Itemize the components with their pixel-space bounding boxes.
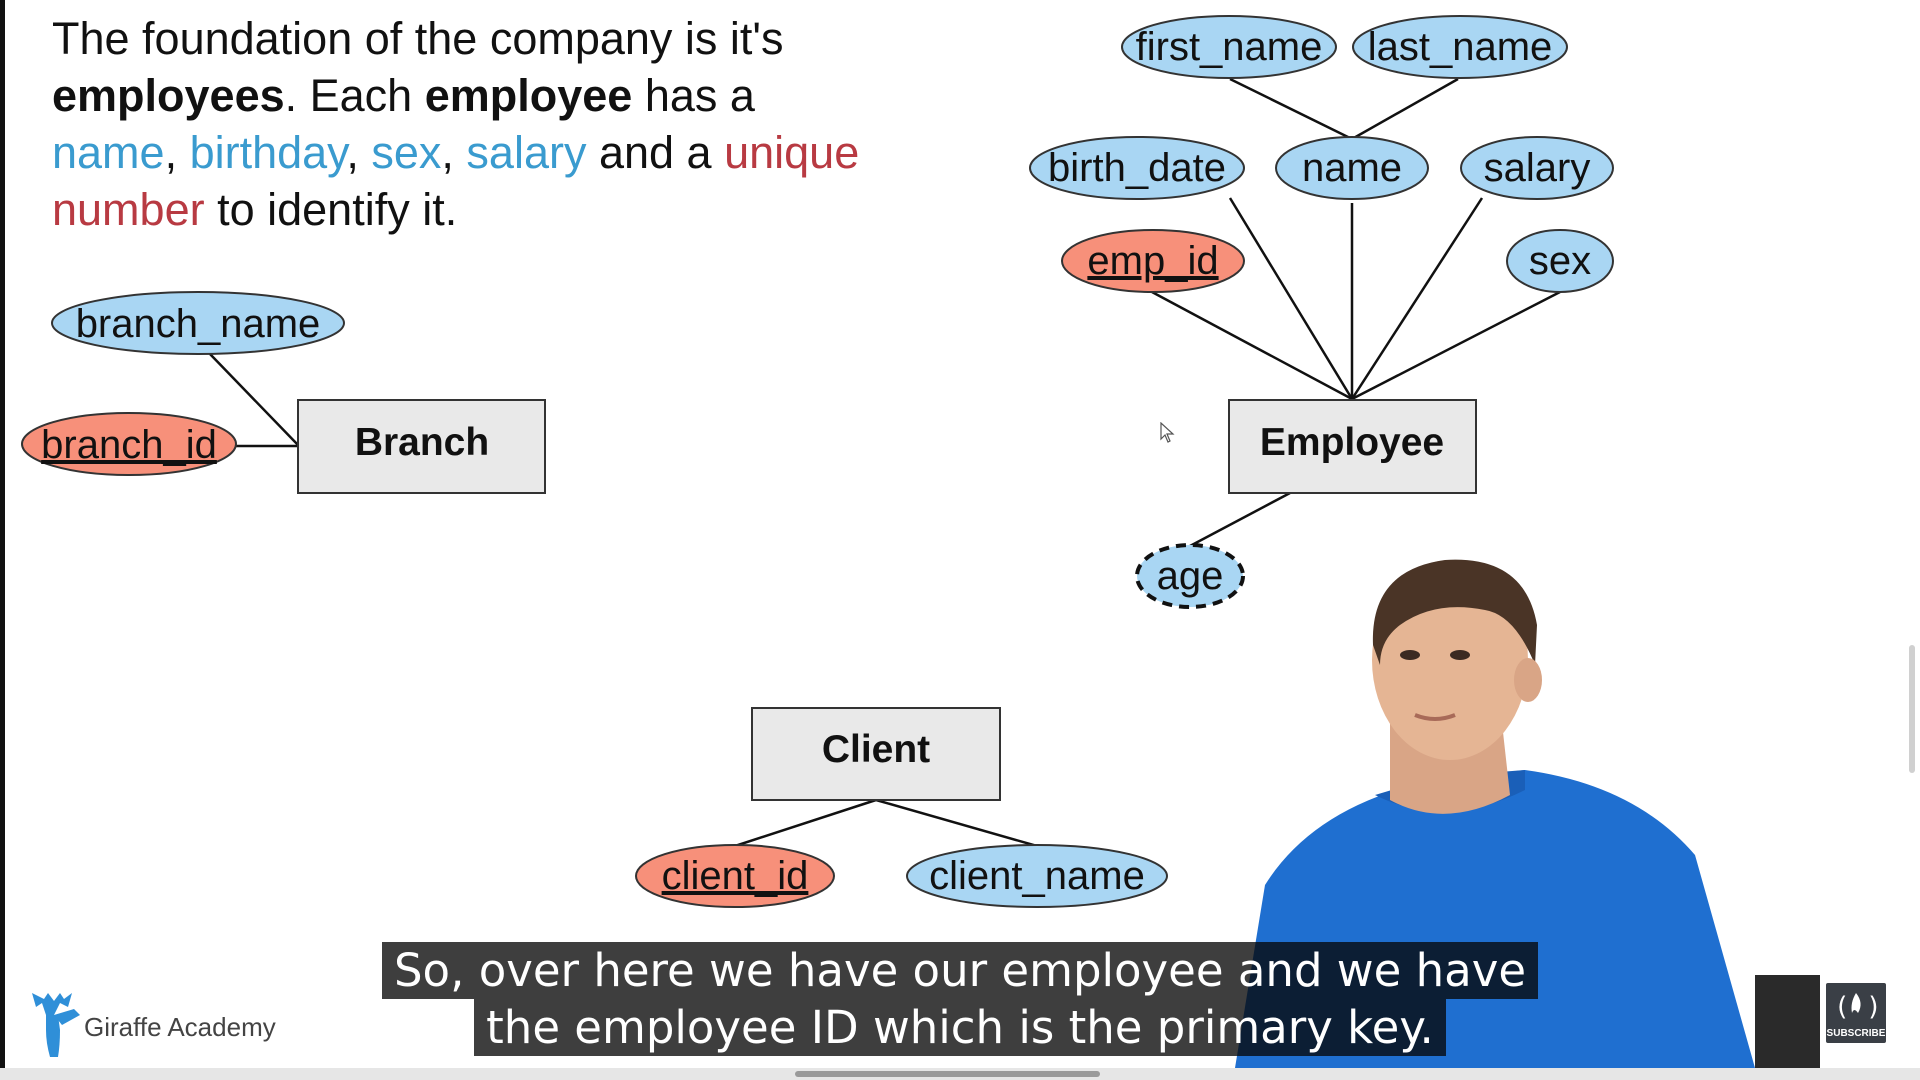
- attr-last-name-label: last_name: [1368, 25, 1553, 69]
- attr-sex-label: sex: [1529, 239, 1591, 283]
- attr-branch-id: branch_id: [21, 412, 237, 476]
- line-client-id: [734, 798, 877, 848]
- attr-name-label: name: [1302, 146, 1402, 190]
- giraffe-logo-icon: [32, 993, 80, 1057]
- employee-entity: Employee: [1228, 399, 1477, 494]
- line-first-name: [1229, 77, 1353, 141]
- attr-branch-name: branch_name: [51, 291, 345, 355]
- desc-attr-name: name: [52, 127, 165, 178]
- subscribe-label: SUBSCRIBE: [1826, 1028, 1886, 1039]
- line-client-name: [875, 798, 1038, 848]
- attr-client-id-label: client_id: [662, 854, 809, 898]
- line-branch-name: [209, 353, 299, 446]
- desc-number: number: [52, 184, 205, 235]
- svg-text:(: (: [1834, 992, 1850, 1022]
- attr-salary-label: salary: [1484, 146, 1591, 190]
- attr-first-name: first_name: [1121, 15, 1337, 79]
- desc-comma: ,: [346, 127, 372, 178]
- attr-salary: salary: [1460, 136, 1614, 200]
- line-last-name: [1351, 77, 1459, 141]
- desc-employees-bold: employees: [52, 70, 285, 121]
- branch-entity-label: Branch: [355, 421, 489, 464]
- caption-line-2: the employee ID which is the primary key…: [474, 999, 1446, 1056]
- attr-first-name-label: first_name: [1136, 25, 1323, 69]
- video-caption: So, over here we have our employee and w…: [0, 942, 1920, 1056]
- desc-text-1: The foundation of the company is it's: [52, 13, 784, 64]
- attr-birth-date-label: birth_date: [1048, 146, 1226, 190]
- relationship-lines: [209, 77, 1561, 848]
- line-emp-id: [1151, 290, 1353, 401]
- employee-entity-label: Employee: [1260, 421, 1444, 464]
- desc-comma: ,: [441, 127, 467, 178]
- desc-text-4: and a: [586, 127, 725, 178]
- attr-age-derived: age: [1135, 543, 1245, 609]
- cursor-icon: [1160, 422, 1175, 443]
- video-progress-bar[interactable]: [795, 1071, 1100, 1077]
- attr-branch-name-label: branch_name: [76, 302, 321, 346]
- desc-attr-sex: sex: [371, 127, 442, 178]
- caption-line-1: So, over here we have our employee and w…: [381, 942, 1539, 999]
- attr-birth-date: birth_date: [1029, 136, 1245, 200]
- desc-text-3: has a: [632, 70, 755, 121]
- attr-emp-id: emp_id: [1061, 229, 1245, 293]
- attr-age-label: age: [1157, 554, 1224, 598]
- logo-text: Giraffe Academy: [84, 1012, 276, 1042]
- client-entity-label: Client: [822, 728, 930, 771]
- line-salary: [1350, 197, 1484, 400]
- attr-last-name: last_name: [1352, 15, 1568, 79]
- desc-attr-salary: salary: [466, 127, 587, 178]
- attr-sex: sex: [1506, 229, 1614, 293]
- desc-employee-bold: employee: [424, 70, 633, 121]
- desc-unique: unique: [724, 127, 860, 178]
- slide-description: The foundation of the company is it's em…: [52, 10, 952, 238]
- freecodecamp-icon: ( ): [1834, 992, 1882, 1022]
- subscribe-button[interactable]: ( ): [1826, 983, 1886, 1043]
- branch-entity: Branch: [297, 399, 546, 494]
- attr-client-name-label: client_name: [929, 854, 1145, 898]
- client-entity: Client: [751, 707, 1001, 801]
- attr-branch-id-label: branch_id: [41, 423, 217, 467]
- scrollbar-thumb[interactable]: [1909, 645, 1915, 773]
- attr-emp-id-label: emp_id: [1087, 239, 1218, 283]
- line-birth-date: [1228, 197, 1354, 400]
- attr-client-id: client_id: [635, 844, 835, 908]
- video-left-border: [0, 0, 5, 1068]
- line-age: [1189, 491, 1291, 548]
- desc-text-2: . Each: [284, 70, 425, 121]
- desc-text-5: to identify it.: [204, 184, 458, 235]
- attr-name: name: [1275, 136, 1429, 200]
- desc-comma: ,: [164, 127, 190, 178]
- line-sex: [1351, 290, 1561, 401]
- svg-text:): ): [1866, 992, 1882, 1022]
- desc-attr-birthday: birthday: [189, 127, 347, 178]
- attr-client-name: client_name: [906, 844, 1168, 908]
